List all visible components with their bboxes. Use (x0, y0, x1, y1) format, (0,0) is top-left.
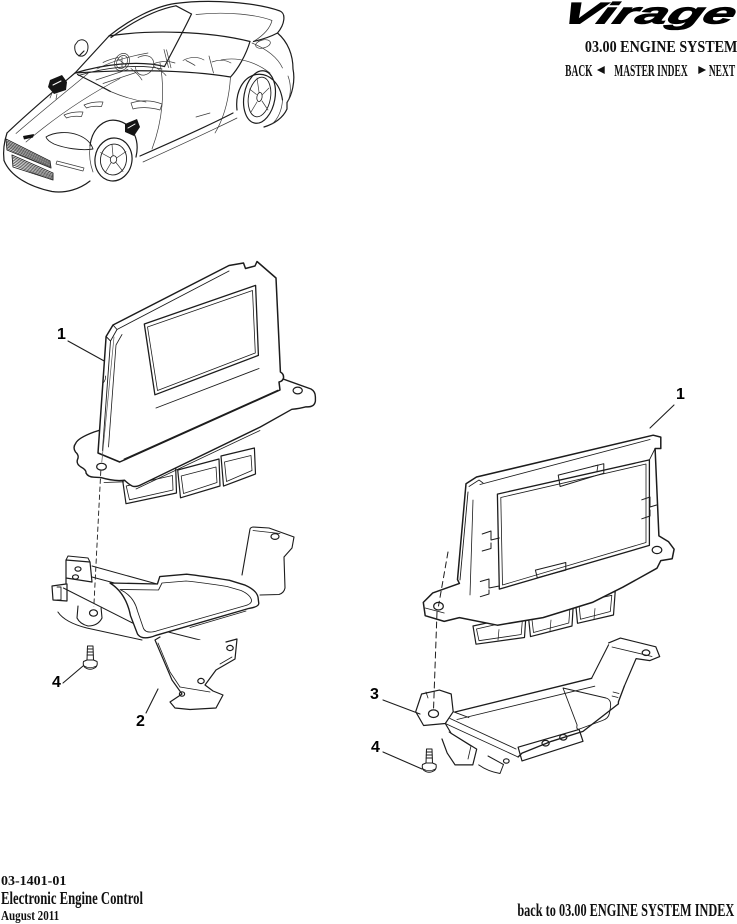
svg-text:Virage: Virage (556, 0, 737, 30)
